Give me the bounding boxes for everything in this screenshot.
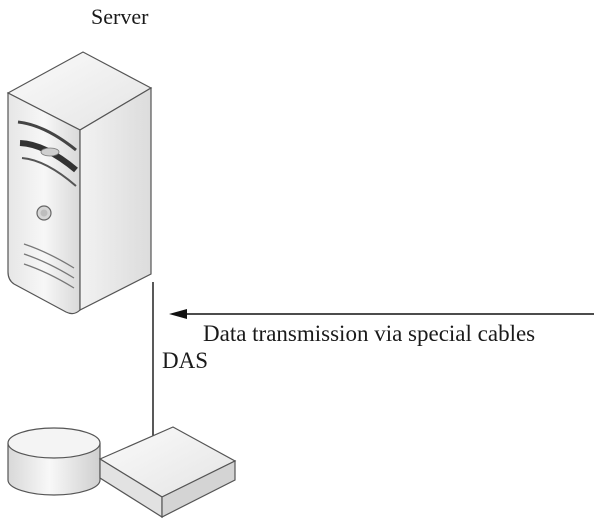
disk-cylinder-icon xyxy=(7,427,101,496)
server-label: Server xyxy=(91,4,149,29)
storage-box-icon xyxy=(98,426,237,519)
transmission-label: Data transmission via special cables xyxy=(203,321,536,346)
server-tower-icon xyxy=(6,51,153,315)
das-label: DAS xyxy=(162,348,209,373)
transmission-arrow xyxy=(169,309,594,319)
